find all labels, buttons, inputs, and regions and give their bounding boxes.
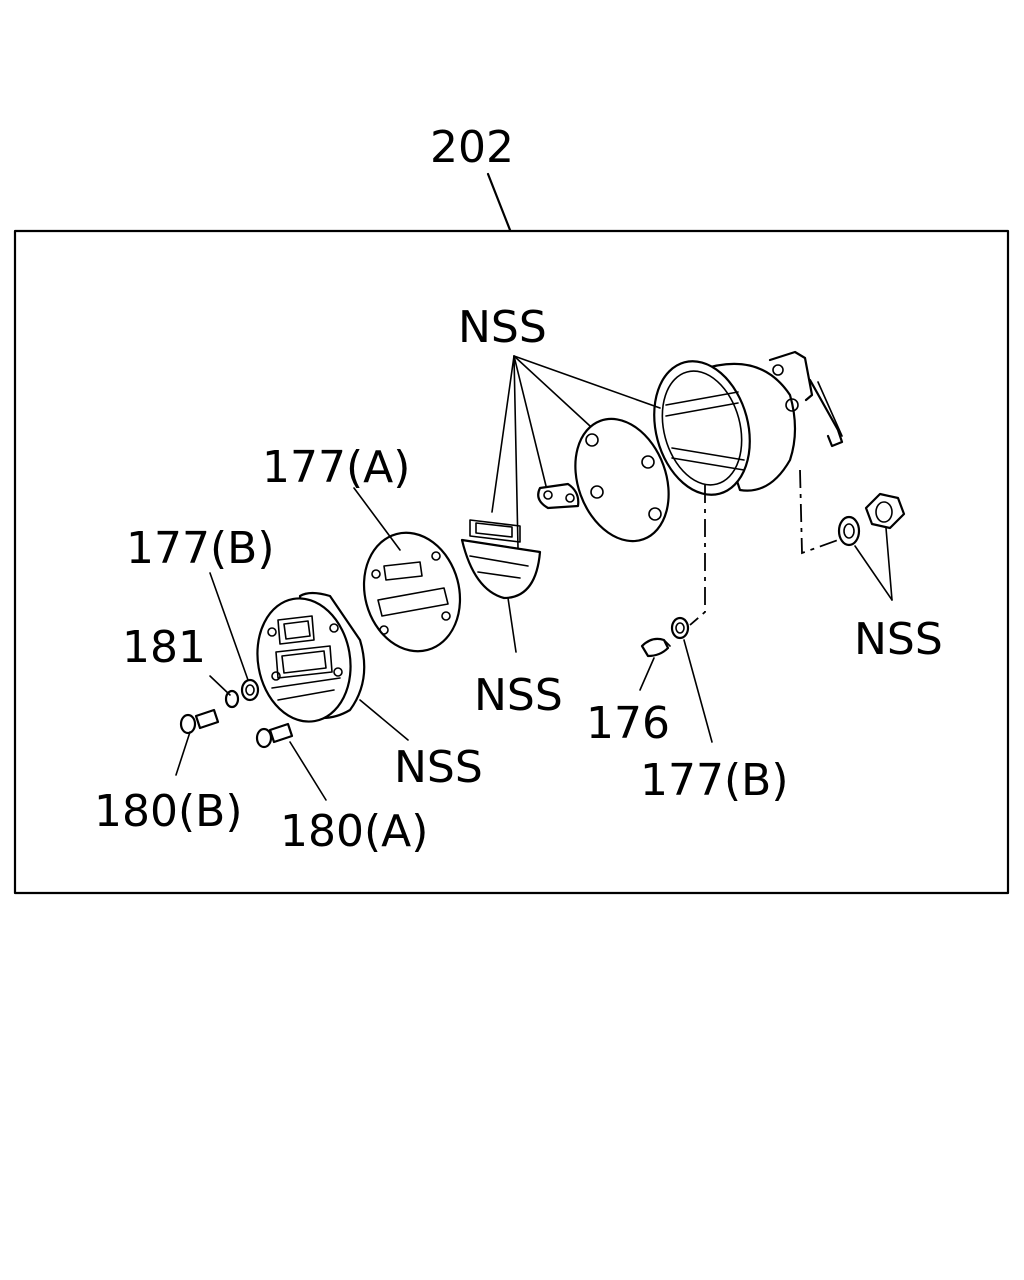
front-bezel [256, 591, 366, 723]
callout-180a: 180(A) [280, 806, 428, 857]
assembly-label: 202 [430, 122, 514, 173]
callout-180b: 180(B) [94, 786, 243, 837]
small-plate [537, 482, 580, 510]
leader-lines [175, 355, 893, 801]
washer-right [837, 515, 861, 547]
callout-176: 176 [586, 698, 670, 749]
screw-180b [179, 708, 220, 735]
callout-nss-middle: NSS [474, 670, 563, 721]
screw-180a [255, 722, 294, 749]
lens-plate [362, 531, 462, 653]
nut-right [864, 492, 906, 530]
callout-177b-left: 177(B) [126, 523, 275, 574]
callout-nss-top: NSS [458, 302, 547, 353]
centerline-bulb [689, 485, 706, 626]
assembly-frame [13, 229, 1010, 895]
reflector-plate [460, 519, 542, 600]
bulb-176 [640, 637, 671, 658]
callout-nss-lower: NSS [394, 742, 483, 793]
callout-177b-right: 177(B) [640, 755, 789, 806]
socket-177b-right [670, 616, 690, 640]
gasket-ring [574, 417, 670, 543]
centerline-stud [799, 469, 839, 555]
assembly-leader [486, 172, 512, 232]
lamp-housing [653, 350, 844, 496]
grommet-177b-left [240, 678, 260, 702]
callout-177a: 177(A) [262, 442, 410, 493]
callout-nss-right: NSS [854, 614, 943, 665]
callout-181: 181 [122, 622, 206, 673]
